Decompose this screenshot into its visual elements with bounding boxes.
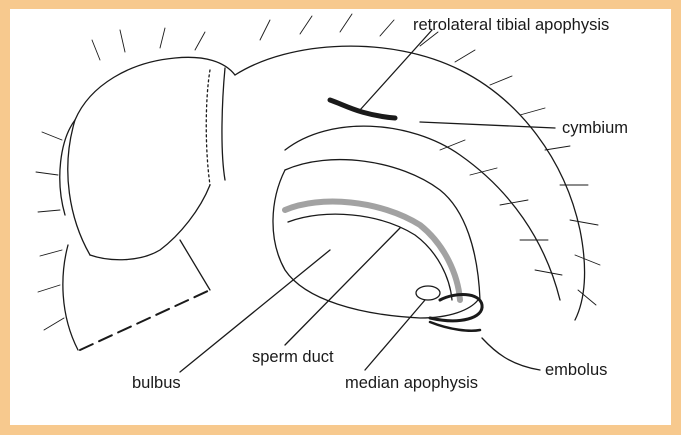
label-cymbium: cymbium	[562, 120, 628, 137]
tibia-segment	[68, 57, 235, 255]
cut-line	[80, 290, 210, 350]
median-apophysis-shape	[416, 286, 440, 300]
median-apophysis-leader	[365, 300, 425, 370]
rta-shape	[330, 100, 395, 118]
tibia-lower-edge	[90, 185, 210, 260]
femur-stub	[63, 245, 78, 350]
rta-leader	[360, 30, 432, 110]
label-median-apophysis: median apophysis	[345, 375, 478, 392]
cymbium-outline	[235, 46, 585, 320]
label-embolus: embolus	[545, 362, 607, 379]
setae	[36, 14, 600, 330]
segment-joint	[206, 70, 210, 185]
embolus-leader	[482, 338, 540, 370]
cymbium-leader	[420, 122, 555, 128]
label-sperm-duct: sperm duct	[252, 349, 334, 366]
label-retrolateral-tibial-apophysis: retrolateral tibial apophysis	[413, 17, 609, 34]
label-bulbus: bulbus	[132, 375, 181, 392]
